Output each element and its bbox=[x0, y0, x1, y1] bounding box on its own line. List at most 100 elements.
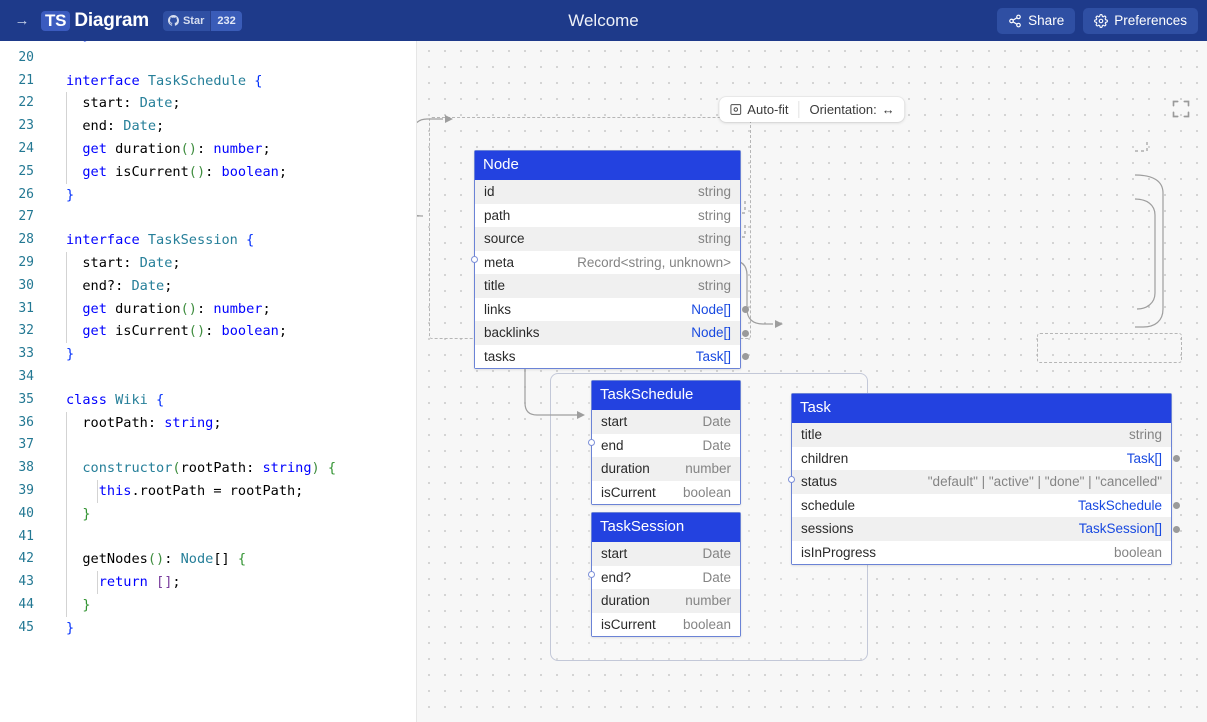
code-line: 40 } bbox=[0, 502, 416, 526]
line-content: } bbox=[46, 593, 416, 617]
code-token bbox=[66, 323, 82, 339]
code-token: end?: bbox=[66, 277, 132, 294]
field-type[interactable]: Node[] bbox=[691, 301, 731, 317]
preferences-button[interactable]: Preferences bbox=[1083, 7, 1198, 34]
code-token: duration bbox=[106, 140, 181, 157]
line-content: end?: Date; bbox=[46, 274, 416, 298]
field-name: duration bbox=[601, 593, 650, 608]
indent-guide bbox=[66, 297, 67, 321]
code-token: rootPath: bbox=[66, 414, 165, 431]
brand-logo[interactable]: TS Diagram bbox=[41, 10, 149, 32]
field-type[interactable]: Task[] bbox=[695, 348, 731, 364]
line-number: 24 bbox=[18, 140, 34, 156]
indent-guide bbox=[66, 251, 67, 275]
connection-handle-right[interactable] bbox=[1173, 502, 1180, 509]
code-token: { bbox=[229, 551, 247, 568]
back-arrow-icon[interactable]: → bbox=[14, 12, 30, 29]
field-name: path bbox=[484, 207, 511, 223]
connection-handle-left[interactable] bbox=[471, 256, 478, 264]
orientation-button[interactable]: Orientation: ↔ bbox=[799, 97, 904, 122]
brand-badge: TS bbox=[41, 10, 71, 31]
field-type[interactable]: TaskSession[] bbox=[1078, 521, 1162, 536]
connection-handle-right[interactable] bbox=[1173, 455, 1180, 462]
code-token: : bbox=[196, 140, 214, 157]
fullscreen-button[interactable] bbox=[1171, 99, 1191, 119]
connection-handle-left[interactable] bbox=[588, 571, 595, 579]
field-type: Record<string, unknown> bbox=[577, 254, 731, 270]
field-type: Date bbox=[702, 569, 731, 585]
share-button[interactable]: Share bbox=[997, 7, 1076, 34]
code-token: ( bbox=[172, 460, 181, 477]
field-name: end bbox=[601, 437, 624, 453]
connection-handle-right[interactable] bbox=[742, 329, 749, 337]
code-token: string bbox=[164, 414, 214, 431]
code-token: } bbox=[66, 619, 75, 636]
github-star-badge[interactable]: Star 232 bbox=[162, 10, 242, 31]
connection-handle-right[interactable] bbox=[742, 306, 749, 313]
field-type[interactable]: Node[] bbox=[691, 325, 731, 340]
code-line: 42 getNodes(): Node[] { bbox=[0, 548, 416, 572]
entity-row[interactable]: end?Date bbox=[592, 565, 740, 590]
field-type[interactable]: Task[] bbox=[1126, 450, 1162, 466]
line-number: 32 bbox=[18, 323, 34, 339]
auto-fit-label: Auto-fit bbox=[747, 102, 789, 117]
entity-title-node[interactable]: Node bbox=[471, 151, 740, 264]
entity-title-tasksession[interactable]: TaskSession bbox=[588, 513, 740, 579]
entity-row[interactable]: status"default" | "active" | "done" | "c… bbox=[792, 470, 1171, 494]
code-token: string bbox=[262, 460, 312, 477]
auto-fit-button[interactable]: Auto-fit bbox=[719, 97, 798, 122]
code-line: 39 this.rootPath = rootPath; bbox=[0, 479, 416, 503]
entity-title-task[interactable]: Task bbox=[788, 394, 1171, 483]
brand-name: Diagram bbox=[74, 9, 149, 31]
connection-handle-right[interactable] bbox=[742, 353, 749, 360]
field-name: tasks bbox=[484, 348, 516, 364]
entity-row[interactable]: tasks Task[] bbox=[475, 344, 749, 369]
connection-handle-right[interactable] bbox=[1173, 525, 1180, 533]
line-number: 43 bbox=[18, 574, 34, 590]
code-token bbox=[66, 506, 82, 522]
code-token: { bbox=[237, 232, 255, 249]
code-line: 27 bbox=[0, 206, 416, 229]
code-token bbox=[66, 483, 99, 499]
connection-handle-left[interactable] bbox=[788, 475, 795, 483]
code-token: () bbox=[188, 163, 206, 180]
diagram-canvas[interactable]: Auto-fit Orientation: ↔ bbox=[417, 41, 1207, 722]
code-token: .rootPath = rootPath; bbox=[131, 482, 304, 499]
connection-handle-left[interactable] bbox=[588, 439, 595, 447]
field-type[interactable]: TaskSchedule bbox=[1077, 497, 1162, 513]
code-token: isCurrent bbox=[106, 163, 189, 180]
canvas-toolbar: Auto-fit Orientation: ↔ bbox=[719, 97, 905, 122]
line-number: 36 bbox=[18, 414, 34, 430]
indent-guide bbox=[66, 92, 67, 116]
code-line: 26} bbox=[0, 184, 416, 207]
entity-title-taskschedule[interactable]: TaskSchedule bbox=[588, 381, 740, 447]
code-token: rootPath: bbox=[180, 460, 263, 477]
code-token: () bbox=[147, 551, 165, 568]
indent-guide bbox=[66, 274, 67, 298]
